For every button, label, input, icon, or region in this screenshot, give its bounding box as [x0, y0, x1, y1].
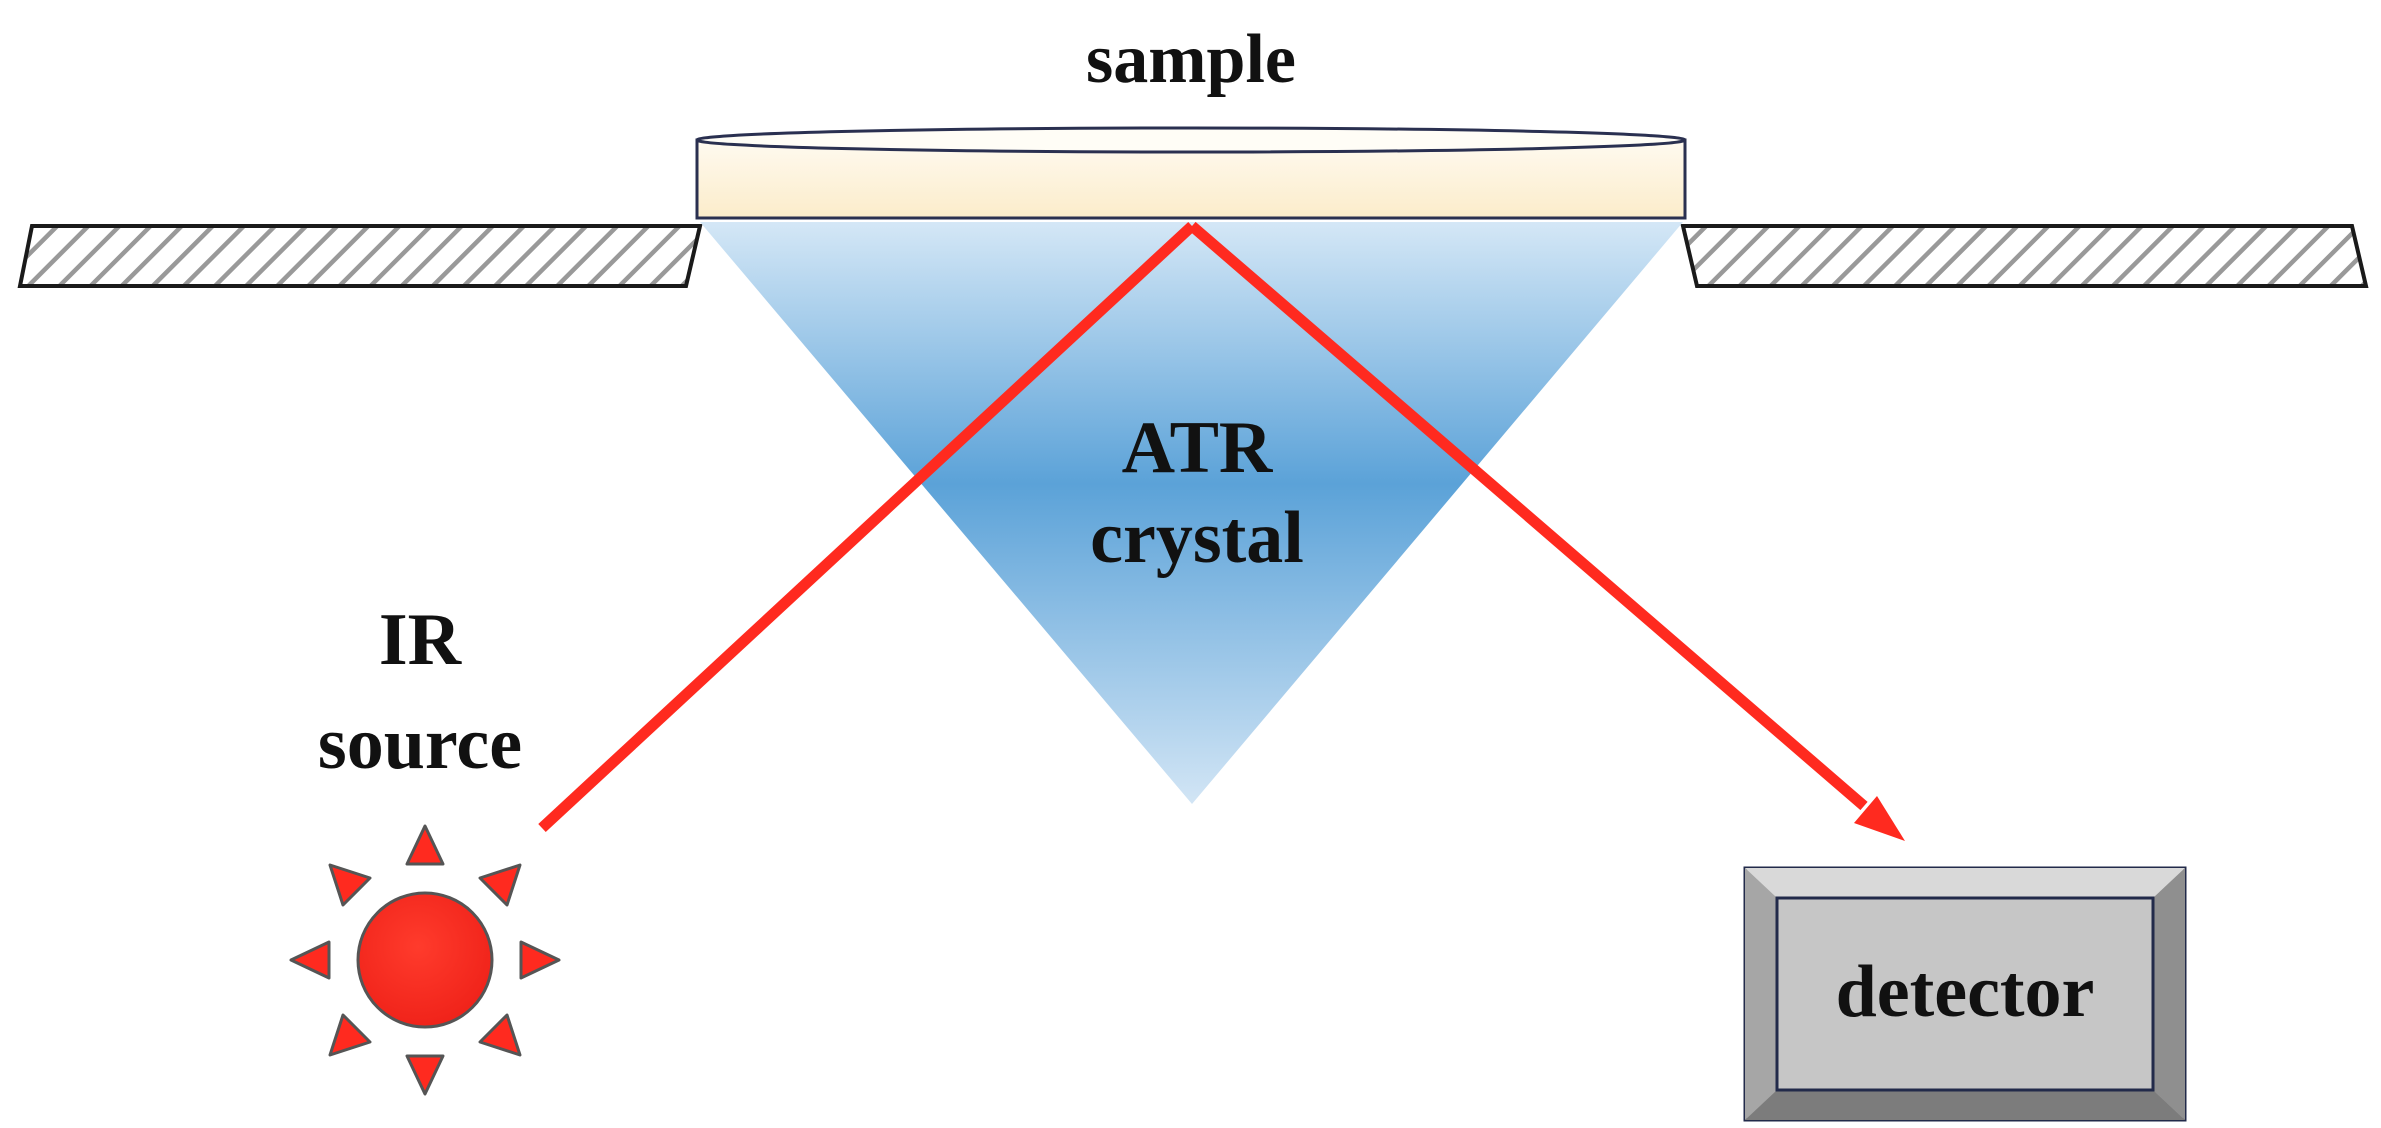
sample-disc	[695, 126, 1687, 220]
crystal-label-line1: ATR	[1122, 407, 1274, 489]
crystal-label-line2: crystal	[1090, 497, 1304, 579]
stage-right	[1680, 224, 2369, 288]
atr-crystal	[700, 222, 1683, 804]
source-label-line1: IR	[379, 599, 463, 681]
ir-beam	[538, 221, 1905, 841]
source-label-line2: source	[318, 703, 522, 785]
stage-left	[17, 224, 703, 288]
beam-arrowhead	[1854, 796, 1905, 841]
sample-label: sample	[1086, 21, 1296, 98]
sun-icon	[289, 824, 561, 1096]
detector-box-icon	[1743, 866, 2187, 1122]
detector-label: detector	[1836, 951, 2095, 1033]
